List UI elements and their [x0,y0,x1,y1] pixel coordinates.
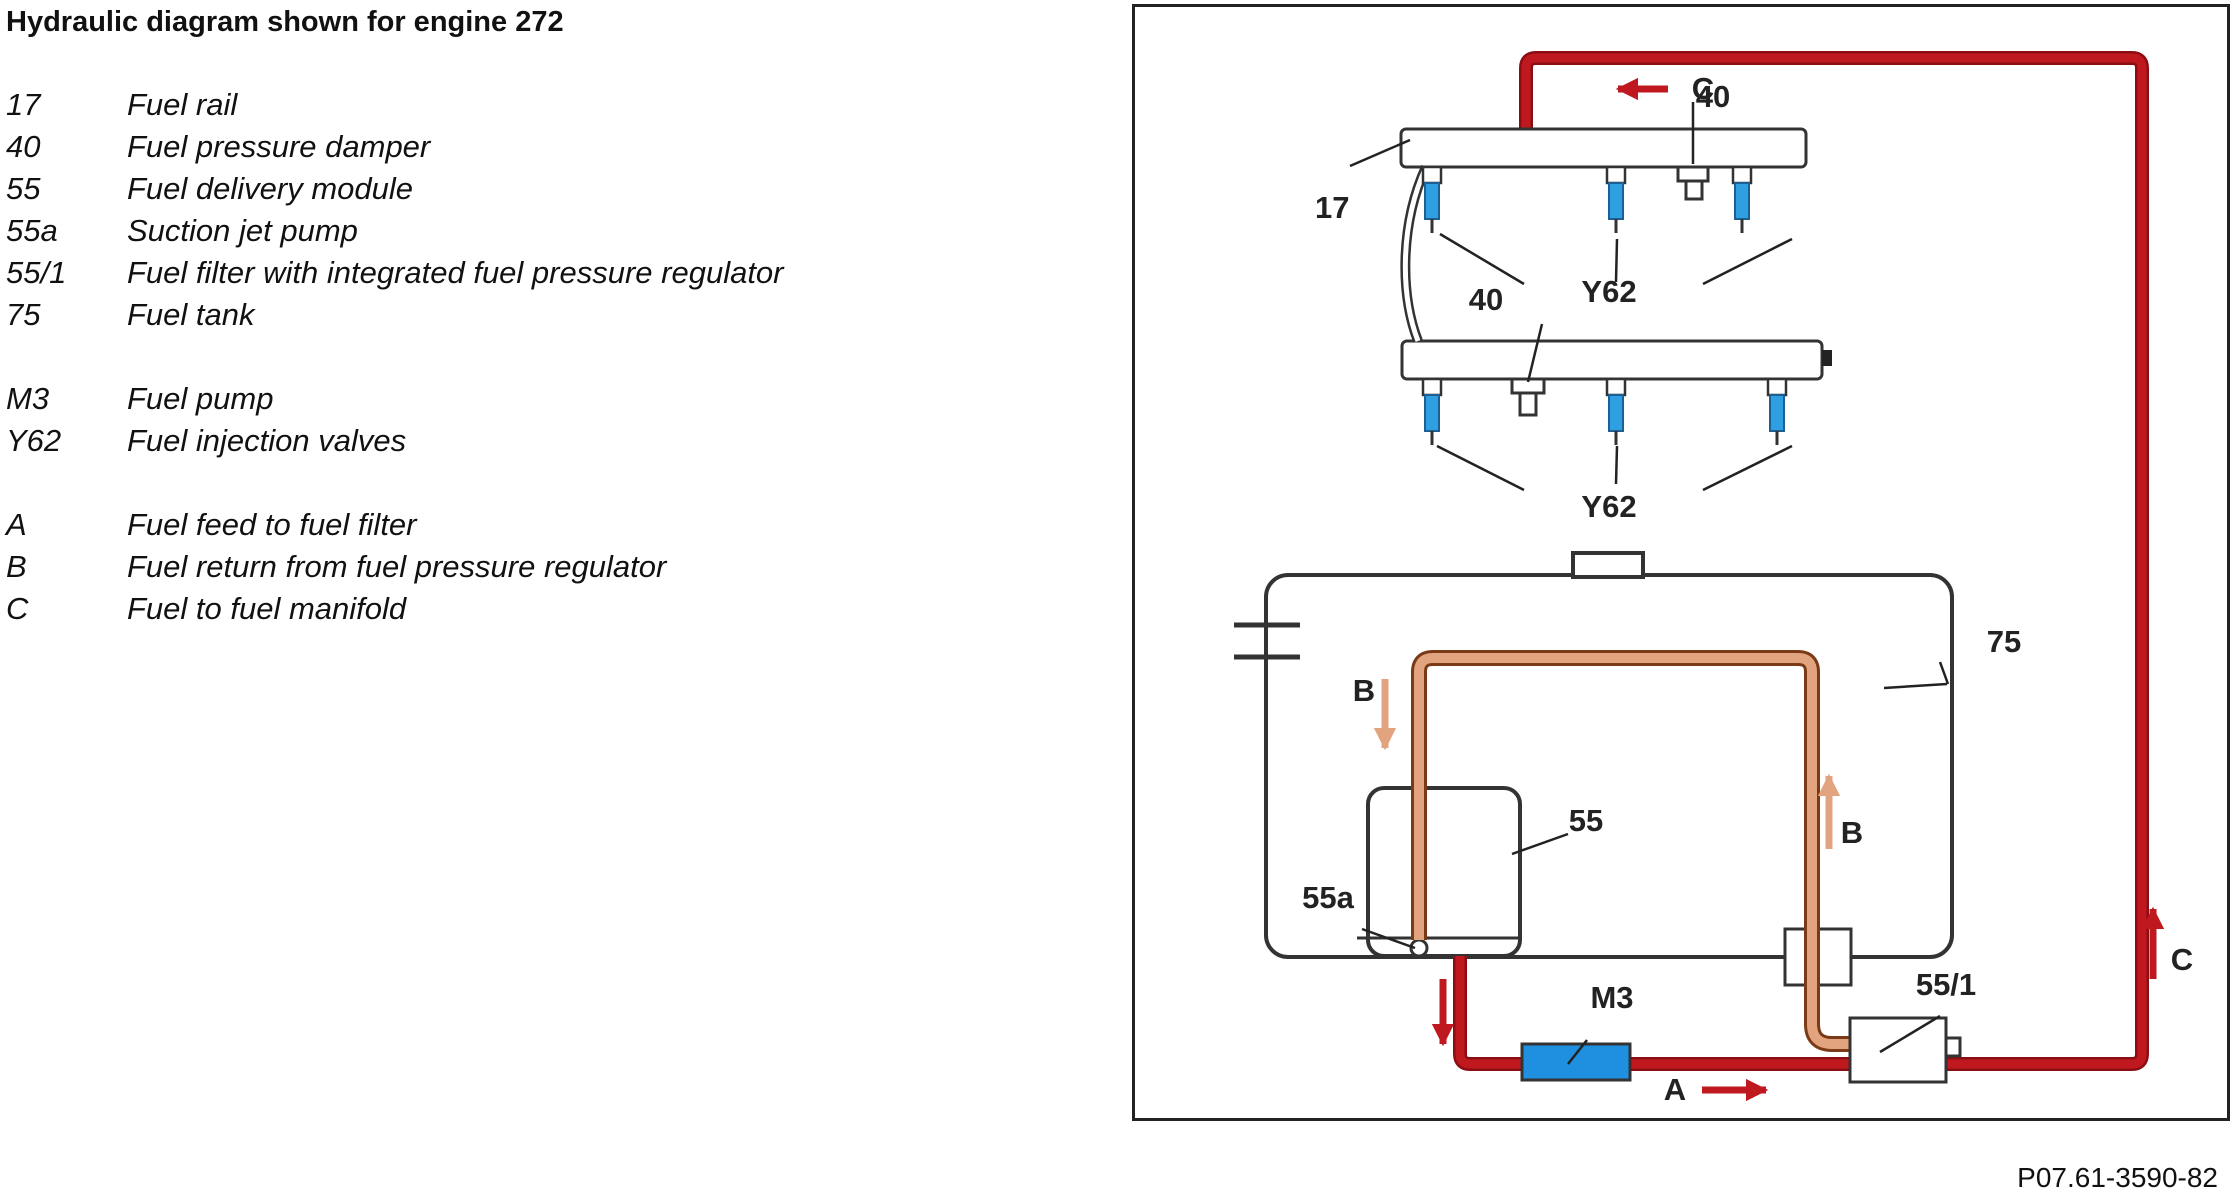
fuel-filter [1848,1016,1962,1084]
label-m3: M3 [1590,980,1633,1015]
legend-key: C [6,591,29,626]
legend-key: 55a [6,213,58,248]
label-b-right: B [1841,815,1863,850]
legend-item: 55/1 Fuel filter with integrated fuel pre… [6,252,1086,294]
fuel-delivery-module [1357,786,1522,958]
legend-item: 55a Suction jet pump [6,210,1086,252]
legend-item: 75 Fuel tank [6,294,1086,336]
fuel-injection-valves [1421,165,1788,445]
legend-label: Fuel rail [127,87,238,122]
label-55-1: 55/1 [1916,967,1976,1002]
legend-gap [6,462,1086,504]
legend-label: Fuel to fuel manifold [127,591,407,626]
label-c-right: C [2171,942,2193,977]
legend-item: M3 Fuel pump [6,378,1086,420]
injector-icon [1605,377,1627,445]
legend-item: B Fuel return from fuel pressure regulato… [6,546,1086,588]
legend-label: Fuel return from fuel pressure regulator [127,549,667,584]
legend-item: 55 Fuel delivery module [6,168,1086,210]
legend-gap [6,336,1086,378]
label-c-top: C [1692,71,1714,106]
label-y62-bottom: Y62 [1581,489,1636,524]
legend-label: Fuel pump [127,381,274,416]
injector-icon [1421,377,1443,445]
injector-icon [1766,377,1788,445]
figure-id: P07.61-3590-82 [2017,1162,2218,1193]
fuel-rail-bottom [1400,339,1832,381]
label-a: A [1664,1072,1686,1107]
label-55: 55 [1569,803,1603,838]
legend-key: 17 [6,87,41,122]
label-y62-top: Y62 [1581,274,1636,309]
legend-key: 55/1 [6,255,67,290]
label-40-top: 40 [1696,79,1730,114]
legend-key: 55 [6,171,41,206]
legend-item: C Fuel to fuel manifold [6,588,1086,630]
label-17: 17 [1315,190,1349,225]
legend-label: Fuel filter with integrated fuel pressur… [127,255,784,290]
legend-item: Y62 Fuel injection valves [6,420,1086,462]
leader-lines [1349,102,1950,1065]
legend-key: M3 [6,381,50,416]
fuel-rail-top [1399,127,1808,169]
legend-item: A Fuel feed to fuel filter [6,504,1086,546]
fuel-pressure-damper-top [1676,165,1710,201]
hydraulic-diagram: 17 40 Y62 40 Y62 75 55 55a M3 55/1 A B B… [1132,4,2230,1121]
fuel-pump [1520,1042,1632,1082]
injector-icon [1731,165,1753,233]
label-75: 75 [1987,624,2021,659]
legend-item: 40 Fuel pressure damper [6,126,1086,168]
diagram-frame [1132,4,2230,1121]
legend-label: Suction jet pump [127,213,358,248]
legend-key: B [6,549,27,584]
legend-key: Y62 [6,423,62,458]
legend-key: 40 [6,129,41,164]
fuel-pressure-damper-bottom [1510,377,1546,417]
legend-label: Fuel tank [127,297,255,332]
label-55a: 55a [1302,880,1354,915]
page-title: Hydraulic diagram shown for engine 272 [6,6,564,38]
label-b-left: B [1353,673,1375,708]
legend-label: Fuel pressure damper [127,129,431,164]
injector-icon [1421,165,1443,233]
legend-key: A [6,507,27,542]
legend-label: Fuel injection valves [127,423,407,458]
injector-icon [1605,165,1627,233]
legend-item: 17 Fuel rail [6,84,1086,126]
legend-label: Fuel feed to fuel filter [127,507,417,542]
label-40-bottom: 40 [1469,282,1503,317]
legend-label: Fuel delivery module [127,171,414,206]
legend-key: 75 [6,297,41,332]
